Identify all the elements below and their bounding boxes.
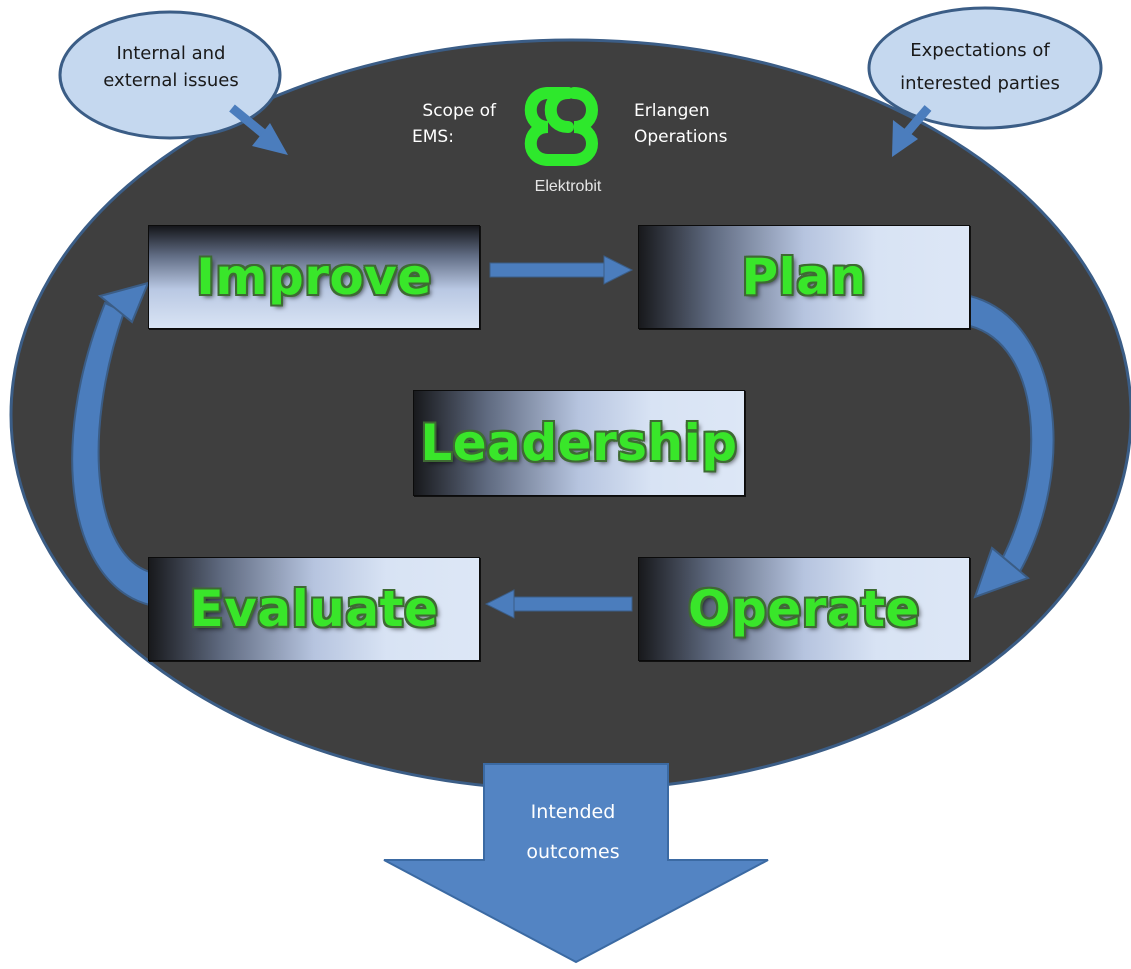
callout-arrow-right	[892, 105, 932, 157]
label-evaluate: Evaluate	[189, 580, 439, 638]
outcome-line1: Intended	[530, 801, 616, 823]
outcome-arrow	[383, 763, 769, 964]
callout-left-line2: external issues	[103, 70, 239, 91]
callout-arrow-left	[229, 104, 288, 155]
scope-label-line2: EMS:	[412, 127, 454, 147]
box-evaluate: Evaluate	[148, 557, 480, 661]
box-improve: Improve	[148, 225, 480, 329]
box-plan: Plan	[638, 225, 970, 329]
box-operate: Operate	[638, 557, 970, 661]
scope-value: Erlangen Operations	[634, 98, 727, 150]
arrow-improve-to-plan	[489, 255, 634, 285]
arrow-operate-to-evaluate	[484, 589, 633, 619]
callout-left-line1: Internal and	[116, 43, 226, 64]
callout-right-line1: Expectations of	[910, 40, 1050, 61]
arrow-evaluate-to-improve	[71, 281, 151, 607]
callout-bubble-right	[867, 6, 1103, 130]
callout-internal-external-issues: Internal and external issues	[86, 40, 256, 94]
label-plan: Plan	[741, 248, 867, 306]
callout-interested-parties: Expectations of interested parties	[880, 34, 1080, 100]
outcome-line2: outcomes	[526, 841, 620, 863]
label-improve: Improve	[196, 248, 432, 306]
label-operate: Operate	[688, 580, 920, 638]
eb-logo-icon	[524, 87, 598, 166]
scope-label: Scope of EMS:	[406, 98, 496, 150]
outcome-label: Intended outcomes	[488, 792, 658, 872]
callout-right-line2: interested parties	[900, 73, 1060, 94]
scope-value-line2: Operations	[634, 127, 728, 147]
box-leadership: Leadership	[413, 390, 745, 496]
brand-name: Elektrobit	[534, 178, 602, 195]
scope-value-line1: Erlangen	[634, 101, 710, 121]
scope-label-line1: Scope of	[422, 101, 496, 121]
label-leadership: Leadership	[420, 414, 738, 472]
callout-bubble-left	[58, 10, 282, 140]
arrow-plan-to-operate	[969, 294, 1055, 599]
